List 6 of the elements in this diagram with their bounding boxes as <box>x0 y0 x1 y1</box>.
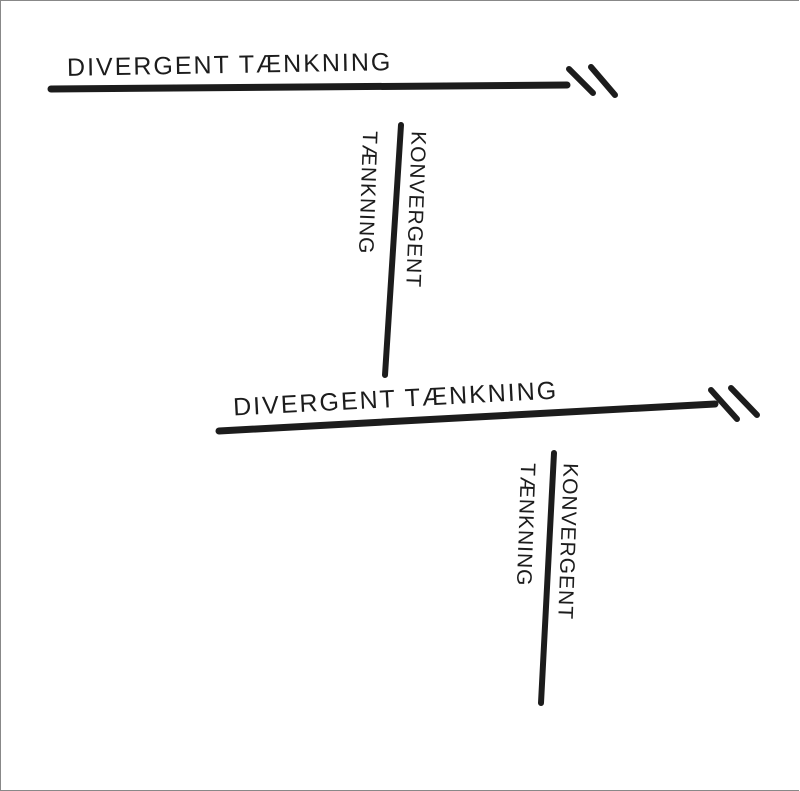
handwritten-label: KONVERGENT <box>554 462 581 620</box>
handwritten-label: DIVERGENT TÆNKNING <box>66 50 393 81</box>
handwritten-label: KONVERGENT <box>402 130 429 288</box>
handwritten-label: TÆNKNING <box>512 462 538 587</box>
handwritten-label: TÆNKNING <box>354 130 380 255</box>
handwritten-label: DIVERGENT TÆNKNING <box>232 378 559 420</box>
